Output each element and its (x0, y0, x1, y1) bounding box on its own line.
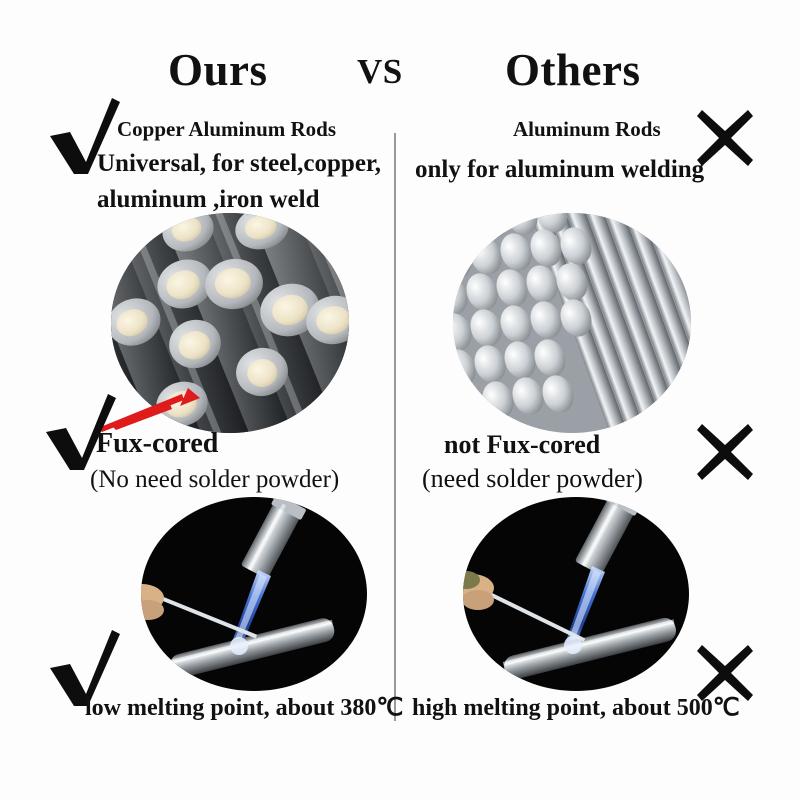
left-row2-heading: Fux-cored (96, 428, 219, 459)
aluminum-rods-photo (452, 212, 692, 434)
cross-icon (697, 110, 753, 166)
red-arrow-icon (96, 386, 206, 432)
right-row2-line1: (need solder powder) (422, 464, 643, 493)
left-row1-line1: Universal, for steel,copper, (97, 150, 381, 177)
left-row2-line1: (No need solder powder) (90, 466, 340, 493)
versus-label: VS (357, 52, 403, 91)
right-row2-heading: not Fux-cored (444, 430, 601, 459)
cross-icon (697, 645, 753, 701)
right-row3-heading: high melting point, about 500℃ (412, 695, 740, 721)
cross-icon (697, 424, 753, 480)
column-divider (394, 133, 396, 721)
left-row1-heading: Copper Aluminum Rods (117, 117, 337, 141)
right-row1-line1: only for aluminum welding (415, 156, 705, 183)
page-title-ours: Ours (168, 45, 268, 95)
right-row1-heading: Aluminum Rods (513, 117, 661, 141)
torch-welding-photo-left (140, 496, 368, 692)
torch-welding-photo-right (462, 496, 690, 692)
check-icon (48, 628, 124, 706)
page-title-others: Others (505, 45, 641, 95)
left-row3-heading: low melting point, about 380℃ (85, 695, 404, 721)
copper-aluminum-rods-photo (110, 212, 350, 434)
check-icon (44, 392, 120, 470)
left-row1-line2: aluminum ,iron weld (97, 186, 320, 213)
check-icon (48, 96, 124, 174)
